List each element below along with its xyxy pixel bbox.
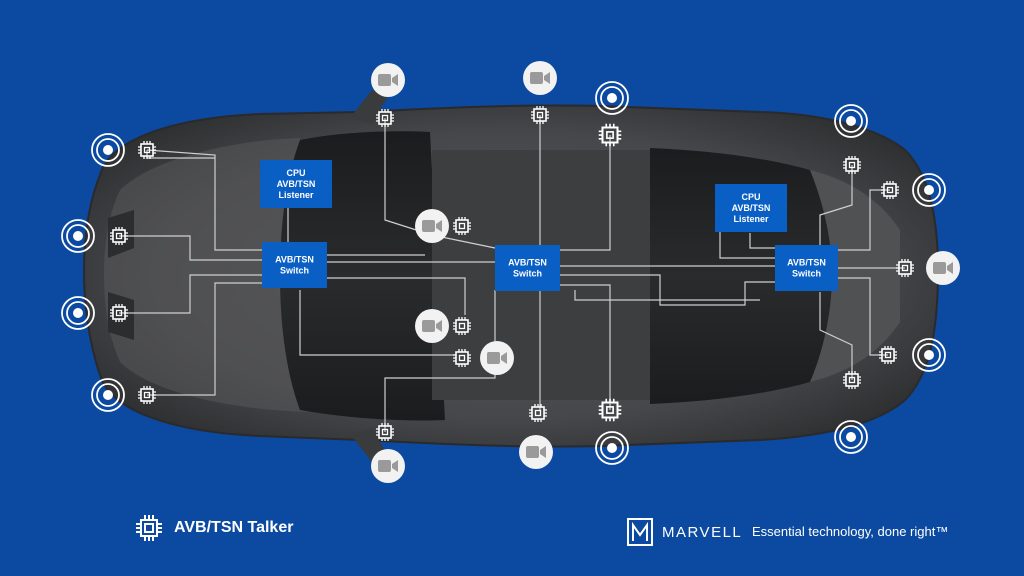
switch-rear-label-line: Switch: [792, 269, 821, 279]
switch-center-label-line: Switch: [513, 269, 542, 279]
cpu-front-label-line: CPU: [286, 168, 305, 178]
car-mirror-top: [350, 90, 388, 124]
wire-9: [327, 277, 466, 315]
switch-center-label-line: AVB/TSN: [508, 258, 547, 268]
camera-icon: [523, 61, 557, 95]
chip-icon: [453, 217, 471, 235]
wire-20: [749, 233, 775, 249]
camera-icon: [415, 309, 449, 343]
chip-icon: [881, 181, 899, 199]
wire-1: [146, 149, 262, 251]
wire-26: [719, 232, 775, 259]
switch-front-label-line: AVB/TSN: [275, 255, 314, 265]
chip-icon: [376, 109, 394, 127]
wire-5: [147, 282, 262, 396]
camera-icon: [480, 341, 514, 375]
wire-25: [819, 292, 853, 380]
camera-icon: [415, 209, 449, 243]
wire-19: [574, 290, 760, 301]
chip-icon: [598, 123, 622, 147]
chip-icon: [453, 349, 471, 367]
car-rear-window: [650, 148, 835, 404]
camera-icon: [371, 63, 405, 97]
wire-21: [819, 165, 853, 245]
cpu-front-label-line: AVB/TSN: [277, 179, 316, 189]
wire-4: [119, 274, 262, 314]
legend: AVB/TSN Talker: [134, 513, 293, 543]
chip-icon: [879, 346, 897, 364]
marvell-logo-icon: [627, 518, 653, 546]
sensor-icon: [595, 431, 629, 465]
car-trunk: [810, 170, 900, 382]
sensor-icon: [834, 420, 868, 454]
wire-22: [838, 189, 890, 251]
wire-15: [560, 135, 611, 251]
chip-icon: [138, 141, 156, 159]
sensor-icon: [61, 219, 95, 253]
chip-icon: [376, 423, 394, 441]
chip-icon: [138, 386, 156, 404]
brand-block: MARVELL: [626, 517, 742, 547]
sensor-icon: [61, 296, 95, 330]
cpu-front-label-line: Listener: [278, 190, 314, 200]
wire-18: [560, 274, 775, 306]
wire-16: [560, 284, 611, 410]
chip-icon: [896, 259, 914, 277]
chip-icon: [136, 515, 162, 541]
network-nodes: CPUAVB/TSNListenerAVB/TSNSwitchAVB/TSNSw…: [260, 160, 838, 291]
camera-icon: [926, 251, 960, 285]
cpu-rear-label-line: AVB/TSN: [732, 203, 771, 213]
sensor-icon: [91, 133, 125, 167]
talker-chips: [110, 106, 914, 441]
cpu-rear-rect: [715, 184, 787, 232]
cpu-rear-label-line: CPU: [741, 192, 760, 202]
wire-12: [384, 290, 496, 432]
sensor-icon: [595, 81, 629, 115]
chip-icon: [529, 404, 547, 422]
cpu-front-rect: [260, 160, 332, 208]
switch-center-rect: [495, 245, 560, 291]
chip-icon: [843, 156, 861, 174]
network-wires: [119, 115, 905, 432]
switch-front-label-line: Switch: [280, 266, 309, 276]
cpu-rear-label-line: Listener: [733, 214, 769, 224]
switch-rear-label-line: AVB/TSN: [787, 258, 826, 268]
chip-icon: [598, 398, 622, 422]
legend-label: AVB/TSN Talker: [174, 519, 294, 536]
camera-nodes: [371, 61, 960, 483]
chip-icon: [453, 317, 471, 335]
sensor-icon: [912, 338, 946, 372]
camera-icon: [519, 435, 553, 469]
wire-10: [299, 290, 455, 356]
brand-tagline: Essential technology, done right™: [752, 524, 949, 539]
switch-front-rect: [262, 242, 327, 288]
switch-rear-rect: [775, 245, 838, 291]
wire-3: [119, 235, 262, 261]
sensor-nodes: [61, 81, 946, 465]
chip-icon: [531, 106, 549, 124]
camera-icon: [371, 449, 405, 483]
chip-icon: [843, 371, 861, 389]
chip-icon: [110, 227, 128, 245]
sensor-icon: [912, 173, 946, 207]
brand-name: MARVELL: [662, 523, 743, 541]
sensor-icon: [834, 104, 868, 138]
wire-11: [384, 118, 496, 249]
chip-icon: [110, 304, 128, 322]
sensor-icon: [91, 378, 125, 412]
